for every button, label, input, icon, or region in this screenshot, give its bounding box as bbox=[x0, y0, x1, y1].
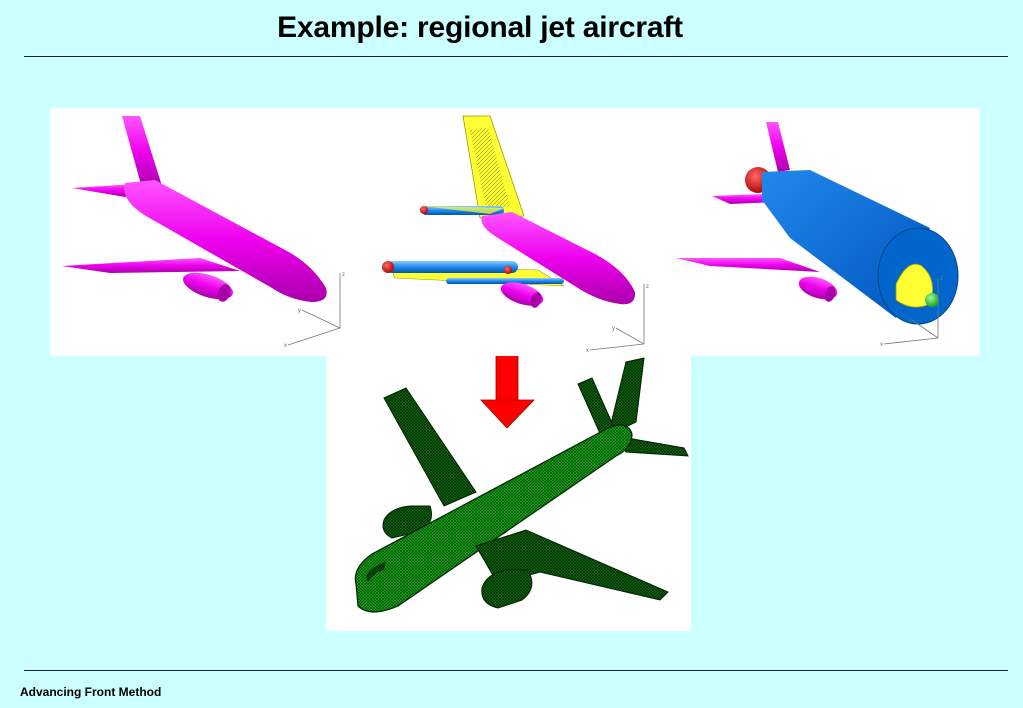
down-arrow-icon bbox=[480, 356, 535, 429]
svg-text:x: x bbox=[284, 343, 287, 349]
svg-text:x: x bbox=[880, 342, 883, 348]
footer-rule bbox=[24, 670, 1008, 671]
svg-text:y: y bbox=[908, 318, 911, 324]
svg-text:y: y bbox=[612, 326, 615, 332]
generated-surface-mesh bbox=[354, 357, 689, 613]
title-rule bbox=[24, 56, 1008, 57]
svg-text:z: z bbox=[646, 284, 649, 290]
mesh-result-view bbox=[354, 356, 689, 613]
aircraft-with-cylinder-source: z y x bbox=[676, 122, 959, 348]
top-figure-panel: z y x bbox=[50, 108, 980, 356]
bottom-figure-panel bbox=[326, 356, 691, 631]
footer-text: Advancing Front Method bbox=[20, 685, 162, 699]
svg-text:y: y bbox=[298, 308, 301, 314]
aircraft-with-wing-tail-sources: z y x bbox=[382, 115, 649, 354]
slide-title: Example: regional jet aircraft bbox=[277, 11, 683, 44]
aircraft-surface-model: z y x bbox=[62, 116, 345, 349]
svg-text:z: z bbox=[342, 272, 345, 278]
svg-text:z: z bbox=[940, 276, 943, 282]
aircraft-views: z y x bbox=[62, 115, 959, 354]
svg-text:x: x bbox=[586, 348, 589, 354]
